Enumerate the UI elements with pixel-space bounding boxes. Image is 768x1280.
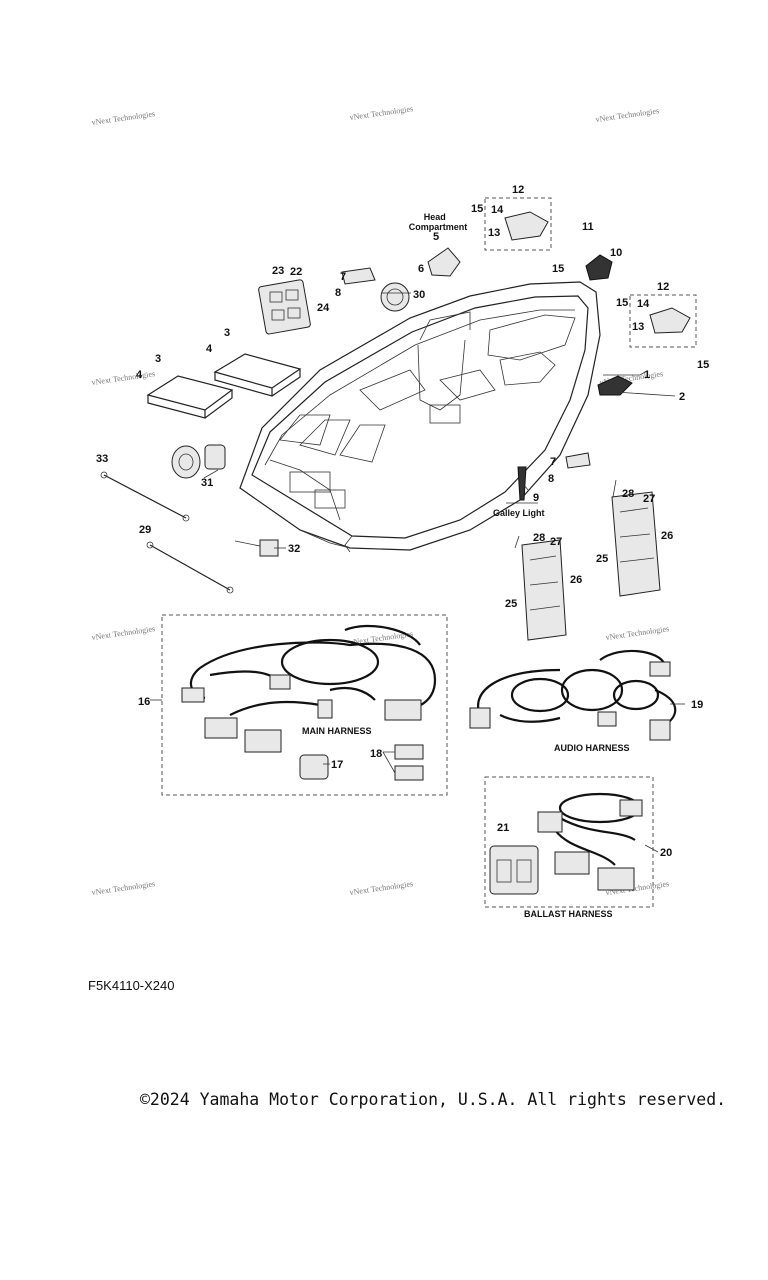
callout: 19 (691, 699, 703, 711)
callout: 28 (533, 532, 545, 544)
watermark: vNext Technologies (91, 879, 156, 897)
callout: 27 (550, 536, 562, 548)
callout: 9 (533, 492, 539, 504)
callout: 12 (657, 281, 669, 293)
watermark: vNext Technologies (91, 624, 156, 642)
callout: 1 (644, 369, 650, 381)
leader-lines (150, 292, 685, 853)
watermark: vNext Technologies (91, 369, 156, 387)
switch-panel (258, 279, 311, 335)
callout: 24 (317, 302, 330, 314)
captions: Head Compartment Galley Light MAIN HARNE… (302, 212, 630, 919)
boat-hull (239, 281, 601, 553)
box-12-right (629, 294, 697, 348)
callout: 7 (550, 456, 556, 468)
watermark: vNext Technologies (91, 109, 156, 127)
audio-harness-label: AUDIO HARNESS (554, 743, 630, 753)
callout: 15 (552, 263, 564, 275)
callout: 25 (596, 553, 608, 565)
callout: 15 (697, 359, 709, 371)
callout: 33 (96, 453, 108, 465)
watermark: vNext Technologies (349, 104, 414, 122)
callout: 15 (616, 297, 628, 309)
callout: 26 (570, 574, 582, 586)
callout: 14 (637, 298, 650, 310)
callout: 3 (224, 327, 230, 339)
callout: 21 (497, 822, 509, 834)
callout: 13 (632, 321, 644, 333)
callout: 28 (622, 488, 634, 500)
callout: 25 (505, 598, 517, 610)
callout: 4 (136, 369, 143, 381)
diagram-code: F5K4110-X240 (88, 978, 175, 993)
watermark: vNext Technologies (349, 879, 414, 897)
callout: 11 (582, 221, 594, 233)
callout: 29 (139, 524, 151, 536)
callout: 17 (331, 759, 343, 771)
callout: 8 (548, 473, 554, 485)
callout: 26 (661, 530, 673, 542)
callout: 7 (340, 271, 346, 283)
callout: 4 (206, 343, 213, 355)
callout: 23 (272, 265, 284, 277)
callout: 20 (660, 847, 672, 859)
ballast-harness (489, 792, 643, 895)
ballast-harness-box (484, 776, 654, 908)
copyright-notice: ©2024 Yamaha Motor Corporation, U.S.A. A… (140, 1090, 727, 1109)
callout: 31 (201, 477, 213, 489)
callout: 18 (370, 748, 382, 760)
main-harness-label: MAIN HARNESS (302, 726, 372, 736)
callout: 27 (643, 493, 655, 505)
box-12-top (484, 197, 552, 251)
watermark: vNext Technologies (595, 106, 660, 124)
callout: 22 (290, 266, 302, 278)
callout: 15 (471, 203, 483, 215)
battery-trays (146, 353, 302, 419)
main-harness (181, 624, 437, 781)
head-compartment-label: Head Compartment (409, 212, 468, 232)
ballast-harness-label: BALLAST HARNESS (524, 909, 613, 919)
callout: 3 (155, 353, 161, 365)
cables (100, 471, 234, 594)
callout: 12 (512, 184, 524, 196)
callout: 6 (418, 263, 424, 275)
callout: 13 (488, 227, 500, 239)
callout: 14 (491, 204, 504, 216)
callout: 32 (288, 543, 300, 555)
callout: 30 (413, 289, 425, 301)
callout: 16 (138, 696, 150, 708)
callout: 10 (610, 247, 622, 259)
ports (171, 444, 279, 557)
callout: 8 (335, 287, 341, 299)
main-harness-box (161, 614, 448, 796)
callout: 5 (433, 231, 439, 243)
watermark: vNext Technologies (605, 624, 670, 642)
top-parts (341, 211, 691, 504)
callout: 2 (679, 391, 685, 403)
brackets (521, 491, 661, 641)
audio-harness (469, 649, 677, 741)
galley-light-label: Galley Light (493, 508, 545, 518)
callouts: 1 2 3 3 4 4 5 6 7 7 8 8 9 10 11 12 12 13… (96, 184, 709, 859)
